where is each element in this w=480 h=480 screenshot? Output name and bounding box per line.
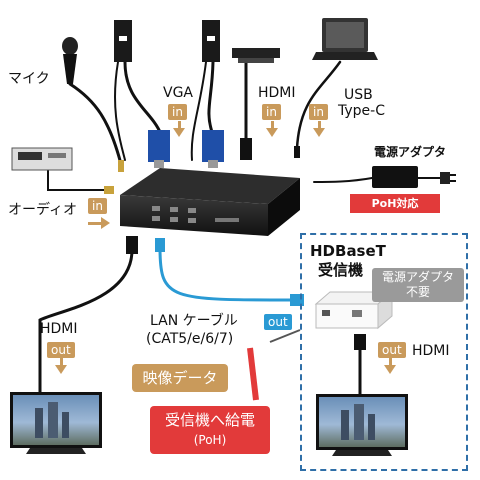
hdmi-out-left-tag: out — [47, 342, 75, 358]
video-data-callout: 映像データ — [132, 364, 228, 392]
power-adapter-icon — [372, 166, 456, 188]
adapter-not-needed-line1: 電源アダプタ — [376, 270, 460, 285]
receiver-label: 受信機 — [318, 263, 363, 278]
usb-c-plug-icon — [294, 146, 300, 158]
hdmi-out-right-arrow-icon — [384, 365, 396, 374]
usb-label: USB — [344, 88, 373, 102]
hdmi-arrow-icon — [266, 128, 278, 137]
usb-arrow-icon — [313, 128, 325, 137]
usb-in-tag: in — [309, 104, 328, 120]
poh-text: (PoH) — [150, 430, 270, 450]
vga-in-tag: in — [168, 104, 187, 120]
hdbaset-switcher-icon — [120, 168, 300, 236]
lan-plug-icon — [155, 238, 165, 252]
vga-source-1-icon — [114, 20, 132, 62]
mic-plug-icon — [118, 160, 124, 172]
power-to-receiver-callout: 受信機へ給電 (PoH) — [150, 406, 270, 454]
adapter-not-needed-line2: 不要 — [376, 285, 460, 300]
hdmi-out-left-arrow-icon — [55, 365, 67, 374]
microphone-icon — [62, 37, 78, 84]
hdmi-in-label: HDMI — [258, 86, 296, 100]
lan-cable-types-label: (CAT5/e/6/7) — [146, 332, 233, 346]
hdmi-out-left-label: HDMI — [40, 322, 78, 336]
vga-connector-1-icon — [148, 130, 170, 168]
poh-support-badge: PoH対応 — [350, 194, 440, 213]
power-to-receiver-text: 受信機へ給電 — [150, 410, 270, 430]
hdmi-in-plug-icon — [240, 138, 252, 160]
audio-cable — [48, 170, 105, 190]
hdmi-in-tag: in — [262, 104, 281, 120]
vga-source-2-icon — [202, 20, 220, 62]
lan-cable — [160, 248, 292, 300]
hdmi-out-right-tag: out — [378, 342, 406, 358]
power-adapter-label: 電源アダプタ — [374, 146, 446, 158]
audio-device-icon — [12, 148, 72, 170]
audio-plug-icon — [104, 186, 114, 194]
vga-label: VGA — [163, 86, 193, 100]
vga-cable-2 — [209, 62, 213, 132]
mic-label: マイク — [8, 72, 50, 86]
audio-in-tag: in — [88, 198, 107, 214]
poh-pointer — [250, 348, 256, 400]
laptop-icon — [312, 18, 378, 60]
audio-arrow-icon — [101, 217, 110, 229]
usb-type-label: Type-C — [338, 104, 385, 118]
power-cable — [314, 178, 372, 182]
audio-label: オーディオ — [8, 203, 77, 217]
hdmi-out-plug-left-icon — [126, 236, 138, 254]
vga-cable-1 — [125, 62, 160, 132]
audio-arrow-stem — [88, 222, 102, 225]
monitor-left-icon — [10, 392, 102, 454]
hdmi-out-right-label: HDMI — [412, 344, 450, 358]
vga-arrow-icon — [173, 128, 185, 137]
vga-connector-2-icon — [202, 130, 224, 168]
adapter-not-needed-note: 電源アダプタ 不要 — [372, 268, 464, 302]
lan-cable-label: LAN ケーブル — [150, 314, 238, 328]
hdmi-source-device-icon — [232, 48, 280, 63]
lan-arrow — [270, 330, 300, 342]
lan-out-tag: out — [264, 314, 292, 330]
hdbaset-label: HDBaseT — [310, 244, 386, 259]
